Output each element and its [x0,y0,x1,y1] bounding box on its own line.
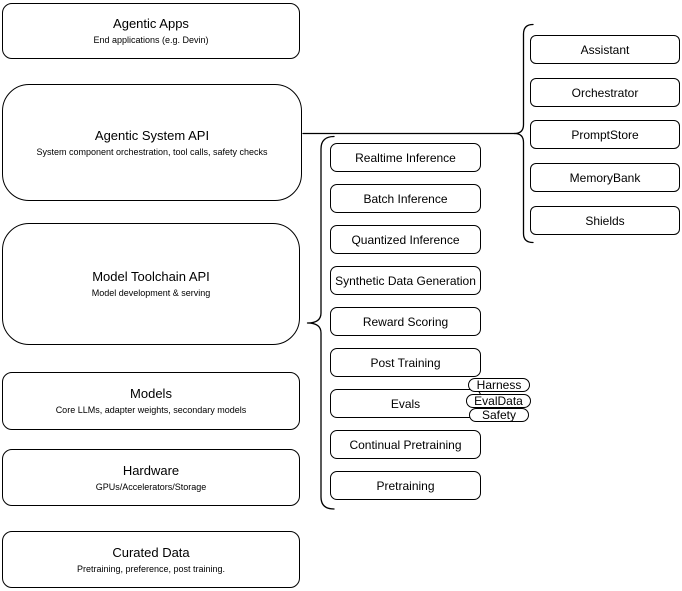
node-promptstore: PromptStore [530,120,680,149]
tag-safety: Safety [469,408,529,422]
node-batch-inference: Batch Inference [330,184,481,213]
node-subtitle: Pretraining, preference, post training. [76,563,226,574]
tag-label: Safety [481,408,517,422]
node-label: Evals [390,396,421,411]
node-label: Orchestrator [571,85,639,100]
tag-label: EvalData [474,394,523,408]
node-title: Models [130,386,172,401]
node-label: PromptStore [571,127,639,142]
node-post-training: Post Training [330,348,481,377]
node-hardware: Hardware GPUs/Accelerators/Storage [2,449,300,506]
tag-label: Harness [476,378,522,392]
node-curated-data: Curated Data Pretraining, preference, po… [2,531,300,588]
node-title: Hardware [122,462,180,478]
tag-evaldata: EvalData [466,394,531,408]
node-label: Reward Scoring [362,314,449,329]
node-subtitle: System component orchestration, tool cal… [36,146,268,157]
node-memorybank: MemoryBank [530,163,680,192]
node-label: Realtime Inference [355,150,456,165]
node-label: Assistant [580,42,630,57]
node-assistant: Assistant [530,35,680,64]
node-shields: Shields [530,206,680,235]
node-quantized-inference: Quantized Inference [330,225,481,254]
node-label: Pretraining [376,478,435,493]
node-title: Curated Data [112,544,190,560]
node-orchestrator: Orchestrator [530,78,680,107]
node-agentic-apps: Agentic Apps End applications (e.g. Devi… [2,3,300,59]
node-model-toolchain-api: Model Toolchain API Model development & … [2,223,300,345]
node-models: Models Core LLMs, adapter weights, secon… [2,372,300,430]
node-title: Agentic Apps [113,16,189,31]
node-realtime-inference: Realtime Inference [330,143,481,172]
node-label: MemoryBank [569,170,641,185]
tag-harness: Harness [468,378,530,392]
node-subtitle: GPUs/Accelerators/Storage [95,481,207,492]
node-label: Post Training [370,355,441,370]
node-agentic-system-api: Agentic System API System component orch… [2,84,302,201]
node-label: Shields [585,213,625,228]
node-reward-scoring: Reward Scoring [330,307,481,336]
node-label: Synthetic Data Generation [335,273,476,288]
node-label: Batch Inference [363,191,448,206]
node-title: Agentic System API [94,127,210,143]
toolchain-group-brace [306,135,335,510]
node-subtitle: Core LLMs, adapter weights, secondary mo… [55,405,247,415]
node-evals: Evals [330,389,481,418]
node-label: Quantized Inference [351,232,460,247]
node-pretraining: Pretraining [330,471,481,500]
node-continual-pretraining: Continual Pretraining [330,430,481,459]
node-title: Model Toolchain API [92,269,210,284]
node-subtitle: Model development & serving [91,288,211,298]
node-synthetic-data-generation: Synthetic Data Generation [330,266,481,295]
node-label: Continual Pretraining [349,437,462,452]
components-group-brace [513,23,534,244]
node-subtitle: End applications (e.g. Devin) [93,35,209,45]
